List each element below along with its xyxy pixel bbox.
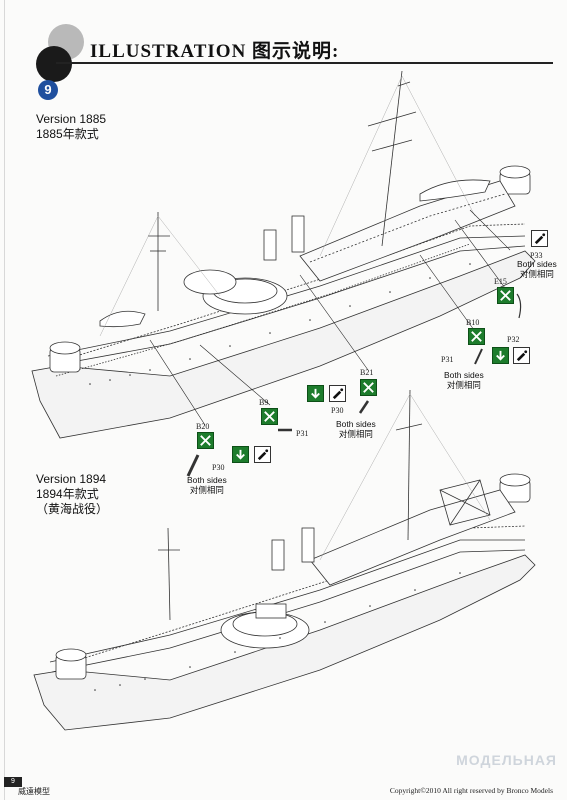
part-p30-mid: P30 — [331, 406, 344, 415]
both-sides-note-right: Both sides 对侧相同 — [444, 370, 484, 390]
both-sides-cn: 对侧相同 — [338, 429, 373, 439]
header-rule — [56, 62, 553, 64]
step-number-badge: 9 — [38, 80, 58, 100]
part-b20: B20 — [196, 422, 210, 431]
page-edge — [4, 0, 5, 800]
glue-tube-icon — [329, 385, 346, 402]
page-number: 9 — [4, 777, 22, 787]
version-1894-cn: 1894年款式 — [36, 487, 99, 501]
down-arrow-icon — [492, 347, 509, 364]
glue-tube-icon — [254, 446, 271, 463]
version-1885-label: Version 1885 1885年款式 — [36, 112, 106, 142]
part-p30-left-sketch-icon — [186, 454, 200, 477]
brand-name-cn: 威遠模型 — [18, 787, 50, 796]
part-b21: B21 — [360, 368, 374, 377]
both-sides-cn: 对侧相同 — [189, 485, 224, 495]
ship-illustration-1885 — [31, 70, 536, 439]
copyright-text: Copyright©2010 All right reserved by Bro… — [389, 786, 553, 795]
ship-illustration-1894 — [33, 389, 536, 731]
page-title: ILLUSTRATION 图示说明: — [90, 41, 340, 62]
both-sides-cn: 对侧相同 — [519, 269, 554, 279]
assembly-arrow-icon — [497, 287, 514, 304]
part-e15: E15 — [494, 277, 507, 286]
part-p30-left: P30 — [212, 463, 225, 472]
both-sides-note-mid: Both sides 对侧相同 — [336, 419, 376, 439]
assembly-arrow-icon — [468, 328, 485, 345]
part-p33-sketch-icon — [516, 293, 522, 319]
both-sides-en: Both sides — [517, 259, 557, 269]
both-sides-en: Both sides — [187, 475, 227, 485]
part-p32: P32 — [507, 335, 520, 344]
part-p31-left-sketch-icon — [278, 428, 292, 432]
version-1894-battle: （黄海战役） — [36, 502, 109, 516]
version-1894-label: Version 1894 1894年款式 （黄海战役） — [36, 472, 108, 517]
glue-tube-icon — [531, 230, 548, 247]
version-1885-en: Version 1885 — [36, 112, 107, 126]
assembly-arrow-icon — [261, 408, 278, 425]
down-arrow-icon — [307, 385, 324, 402]
part-p33: P33 — [530, 251, 543, 260]
both-sides-note-left: Both sides 对侧相同 — [187, 475, 227, 495]
both-sides-note-right-top: Both sides 对侧相同 — [517, 259, 557, 279]
header-decor-circle-black — [36, 46, 72, 82]
down-arrow-icon — [232, 446, 249, 463]
part-b10: B10 — [466, 318, 480, 327]
assembly-arrow-icon — [197, 432, 214, 449]
version-1894-en: Version 1894 — [36, 472, 107, 486]
part-p30-sketch-icon — [358, 400, 370, 414]
part-p31-right: P31 — [441, 355, 454, 364]
both-sides-cn: 对侧相同 — [446, 380, 481, 390]
assembly-arrow-icon — [360, 379, 377, 396]
both-sides-en: Both sides — [444, 370, 484, 380]
part-p31-left: P31 — [296, 429, 309, 438]
watermark: МОДЕЛЬНАЯ — [456, 752, 557, 768]
glue-tube-icon — [513, 347, 530, 364]
both-sides-en: Both sides — [336, 419, 376, 429]
version-1885-cn: 1885年款式 — [36, 127, 99, 141]
part-b9: B9 — [259, 398, 269, 407]
part-p31-sketch-icon — [474, 348, 483, 365]
